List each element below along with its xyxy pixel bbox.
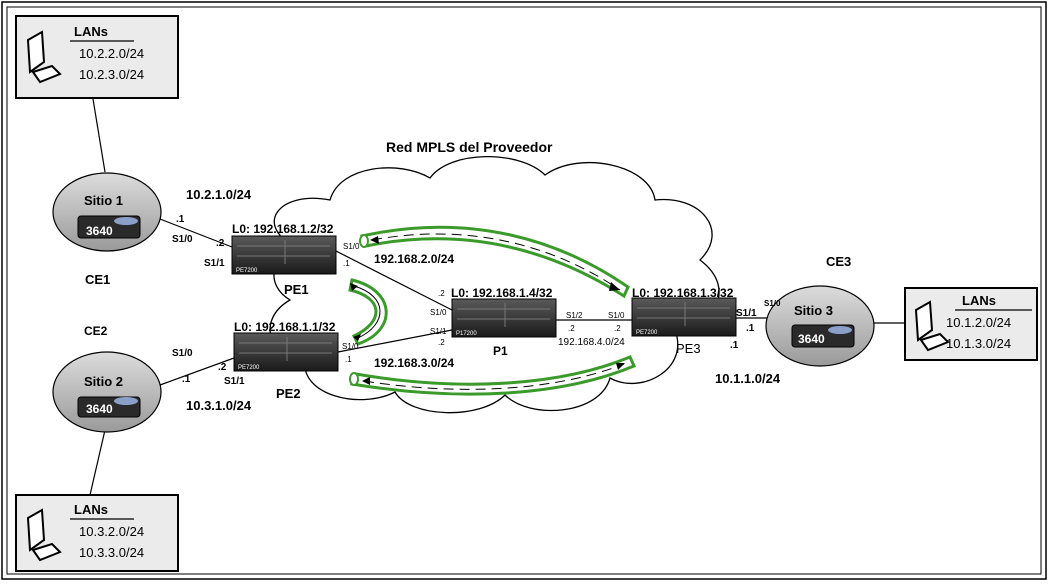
if-ce3-s10: S1/0 — [764, 299, 781, 308]
lan-box-2-net-1: 10.3.2.0/24 — [79, 524, 144, 539]
computer-icon — [26, 30, 62, 84]
lan-box-3: LANs 10.1.2.0/24 10.1.3.0/24 — [904, 287, 1038, 361]
router-pe3-loopback: L0: 192.168.1.3/32 — [632, 286, 734, 300]
net-ce3-pe3: 10.1.1.0/24 — [715, 371, 781, 386]
link-ce1-pe1 — [159, 218, 233, 248]
if-pe2-ip2: .2 — [218, 362, 227, 373]
if-pe2-s11: S1/1 — [224, 376, 245, 387]
net-ce2-pe2: 10.3.1.0/24 — [186, 398, 252, 413]
router-icon — [791, 324, 855, 348]
lan-box-2-net-2: 10.3.3.0/24 — [79, 545, 144, 560]
lsp-pe1-pe2 — [348, 278, 388, 346]
net-pe2-p1: 192.168.3.0/24 — [374, 356, 454, 370]
site-3-name: Sitio 3 — [794, 303, 833, 318]
router-pe2: PE7200 — [233, 332, 339, 372]
site-2-ce-label: CE2 — [84, 324, 108, 338]
router-p1-loopback: L0: 192.168.1.4/32 — [451, 286, 553, 300]
router-pe1-badge: PE7200 — [236, 268, 258, 274]
lan-box-2-title: LANs — [74, 502, 108, 517]
site-1-model: 3640 — [86, 224, 113, 238]
computer-icon — [26, 508, 62, 562]
if-pe3-ip1: .1 — [746, 323, 755, 334]
net-p1-pe3: 192.168.4.0/24 — [558, 337, 625, 348]
router-pe3: PE7200 — [631, 297, 737, 337]
router-pe3-name: PE3 — [676, 341, 701, 356]
if-ce1-ip: .1 — [176, 214, 185, 225]
site-1-ce-label: CE1 — [85, 272, 110, 287]
mpls-cloud — [269, 155, 720, 414]
router-icon — [77, 215, 141, 239]
router-pe1: PE7200 — [231, 235, 337, 275]
site-3: Sitio 3 3640 — [765, 285, 875, 367]
site-1-name: Sitio 1 — [84, 193, 123, 208]
net-pe1-p1: 192.168.2.0/24 — [374, 252, 454, 266]
link-pe1-p1 — [333, 249, 453, 311]
if-p1-s11: S1/1 — [430, 327, 447, 336]
site-2-model: 3640 — [86, 402, 113, 416]
if-ce2-ip: .1 — [182, 374, 191, 385]
if-ce1-s10: S1/0 — [172, 234, 193, 245]
lan-box-2: LANs 10.3.2.0/24 10.3.3.0/24 — [15, 494, 179, 572]
if-pe3-s11: S1/1 — [736, 308, 757, 319]
router-pe2-name: PE2 — [276, 386, 301, 401]
site-1: Sitio 1 3640 — [52, 172, 162, 252]
if-p1-ip2c: .2 — [568, 324, 575, 333]
if-p1-s10: S1/0 — [430, 308, 447, 317]
lan-box-3-title: LANs — [962, 293, 996, 308]
router-pe2-badge: PE7200 — [238, 365, 260, 371]
lan-box-1-title: LANs — [74, 24, 108, 39]
if-pe1-ip2: .2 — [216, 238, 225, 249]
router-pe3-badge: PE7200 — [636, 330, 658, 336]
if-pe3-ip2: .2 — [614, 324, 621, 333]
router-pe1-loopback: L0: 192.168.1.2/32 — [232, 222, 334, 236]
if-p1-s12: S1/2 — [566, 311, 583, 320]
computer-icon — [914, 300, 950, 352]
if-pe2-ip1: .1 — [345, 355, 352, 364]
if-p1-ip2b: .2 — [438, 338, 445, 347]
if-pe1-s10: S1/0 — [343, 242, 360, 251]
link-ce2-pe2 — [159, 357, 235, 386]
link-lan1-ce1 — [92, 98, 106, 173]
lan-box-1-net-2: 10.2.3.0/24 — [79, 67, 144, 82]
lan-box-1: LANs 10.2.2.0/24 10.2.3.0/24 — [15, 15, 179, 99]
site-2: Sitio 2 3640 — [52, 351, 162, 433]
site-3-model: 3640 — [798, 332, 825, 346]
router-p1-badge: P17200 — [456, 331, 477, 337]
if-pe3-s10: S1/0 — [608, 311, 625, 320]
router-pe1-name: PE1 — [284, 282, 309, 297]
inner-border — [6, 6, 1042, 575]
lan-box-1-net-1: 10.2.2.0/24 — [79, 46, 144, 61]
if-ce2-s10: S1/0 — [172, 348, 193, 359]
cloud-title: Red MPLS del Proveedor — [386, 139, 553, 155]
site-2-name: Sitio 2 — [84, 374, 123, 389]
if-pe1-ip1: .1 — [343, 259, 350, 268]
link-pe2-p1 — [337, 329, 453, 353]
lsp-pe2-pe3 — [349, 355, 636, 396]
router-p1: P17200 — [451, 298, 557, 338]
link-ce2-lan2 — [89, 429, 106, 496]
if-pe1-s11: S1/1 — [204, 258, 225, 269]
lan-box-3-net-2: 10.1.3.0/24 — [946, 336, 1011, 351]
if-pe2-s10: S1/0 — [342, 342, 359, 351]
lan-box-3-net-1: 10.1.2.0/24 — [946, 315, 1011, 330]
if-pe3-ip1b: .1 — [730, 340, 739, 351]
net-ce1-pe1: 10.2.1.0/24 — [186, 187, 252, 202]
router-p1-name: P1 — [493, 344, 508, 358]
router-pe2-loopback: L0: 192.168.1.1/32 — [234, 320, 336, 334]
if-p1-ip2a: .2 — [438, 289, 445, 298]
router-icon — [77, 396, 141, 418]
lsp-pe1-pe3 — [359, 225, 630, 299]
site-3-ce-label: CE3 — [826, 254, 851, 269]
